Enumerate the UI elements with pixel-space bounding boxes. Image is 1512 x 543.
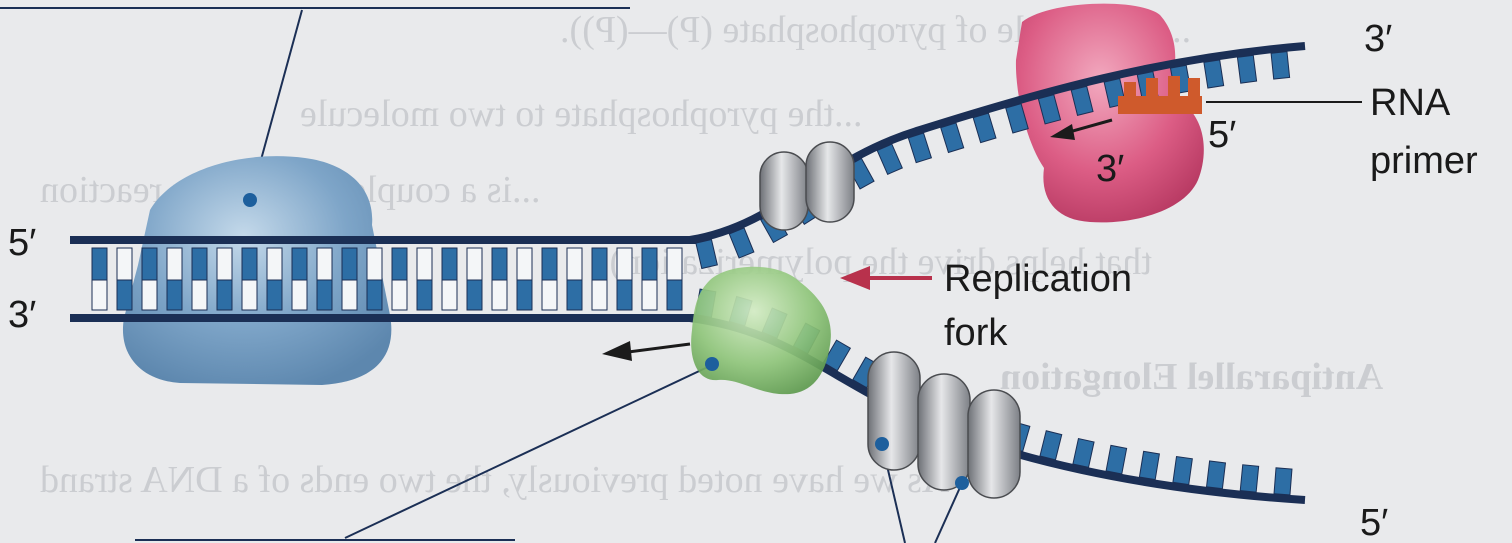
rna-primer-label-line1: RNA [1370, 84, 1450, 122]
strand-base [1240, 465, 1258, 492]
strand-base [1073, 439, 1094, 468]
base-pair-bottom [217, 280, 232, 310]
base-pair-top [517, 248, 532, 280]
strand-base [973, 113, 996, 143]
base-pair-top [642, 248, 657, 280]
base-pair-bottom [517, 280, 532, 310]
base-pair-bottom [567, 280, 582, 310]
base-pair-bottom [167, 280, 182, 310]
base-pair-bottom [542, 280, 557, 310]
base-pair-top [142, 248, 157, 280]
rna-primer-label-line2: primer [1370, 142, 1478, 180]
base-pair-bottom [142, 280, 157, 310]
ssb-label-dot-2 [955, 476, 969, 490]
base-pair-top [442, 248, 457, 280]
replication-fork-arrowhead [840, 266, 870, 290]
duplex-top-backbone [70, 236, 710, 244]
base-pair-bottom [492, 280, 507, 310]
base-pair-bottom [642, 280, 657, 310]
base-pair-bottom [117, 280, 132, 310]
base-pair-bottom [267, 280, 282, 310]
duplex-bottom-backbone [70, 314, 710, 322]
base-pair-bottom [617, 280, 632, 310]
ssb-proteins-bottom [868, 352, 1020, 498]
left-top-5prime: 5′ [8, 224, 36, 262]
strand-base [1173, 457, 1192, 485]
helicase-label-dot [243, 193, 257, 207]
base-pair-top [317, 248, 332, 280]
base-pair-bottom [242, 280, 257, 310]
strand-base [1271, 52, 1290, 79]
polymerase-label-dot [705, 357, 719, 371]
base-pair-bottom [392, 280, 407, 310]
strand-base [941, 123, 964, 153]
dna-polymerase [691, 267, 831, 394]
strand-base [1139, 451, 1159, 479]
base-pair-top [492, 248, 507, 280]
strand-base [1106, 445, 1127, 474]
base-pair-top [267, 248, 282, 280]
ssb-label-dot-1 [875, 437, 889, 451]
base-pair-top [242, 248, 257, 280]
base-pair-top [292, 248, 307, 280]
replication-fork-label-line1: Replication [944, 260, 1132, 298]
strand-base [1040, 431, 1062, 460]
strand-base [1274, 468, 1292, 495]
strand-base [696, 240, 717, 269]
base-pair-top [667, 248, 682, 280]
base-pair-bottom [192, 280, 207, 310]
base-pair-top [467, 248, 482, 280]
base-pair-bottom [317, 280, 332, 310]
base-pair-top [617, 248, 632, 280]
strand-base [1207, 461, 1226, 489]
strand-base [1237, 55, 1256, 83]
polymerase-leader [345, 365, 712, 538]
strand-base [908, 133, 931, 163]
strand-base [1204, 60, 1224, 88]
base-pair-top [567, 248, 582, 280]
base-pair-bottom [467, 280, 482, 310]
base-pair-top [542, 248, 557, 280]
base-pair-bottom [367, 280, 382, 310]
base-pair-top [417, 248, 432, 280]
base-pair-top [342, 248, 357, 280]
base-pair-top [92, 248, 107, 280]
base-pair-top [592, 248, 607, 280]
base-pair-bottom [442, 280, 457, 310]
base-pair-top [167, 248, 182, 280]
ssb-leader-2 [935, 483, 962, 543]
leading-strand-arrowhead [602, 341, 632, 361]
primer-5prime: 5′ [1208, 116, 1236, 154]
top-right-3prime: 3′ [1364, 20, 1392, 58]
primer-3prime: 3′ [1096, 150, 1124, 188]
base-pair-bottom [667, 280, 682, 310]
base-pair-bottom [292, 280, 307, 310]
left-bottom-3prime: 3′ [8, 296, 36, 334]
strand-base [877, 144, 902, 174]
bottom-right-5prime: 5′ [1360, 504, 1388, 542]
base-pair-bottom [592, 280, 607, 310]
replication-fork-label-line2: fork [944, 314, 1007, 352]
base-pair-bottom [92, 280, 107, 310]
base-pair-bottom [417, 280, 432, 310]
base-pair-bottom [342, 280, 357, 310]
base-pair-top [392, 248, 407, 280]
base-pair-top [217, 248, 232, 280]
base-pair-top [192, 248, 207, 280]
base-pair-top [117, 248, 132, 280]
base-pair-top [367, 248, 382, 280]
leading-strand-arrow [628, 344, 690, 352]
strand-base [729, 228, 754, 258]
